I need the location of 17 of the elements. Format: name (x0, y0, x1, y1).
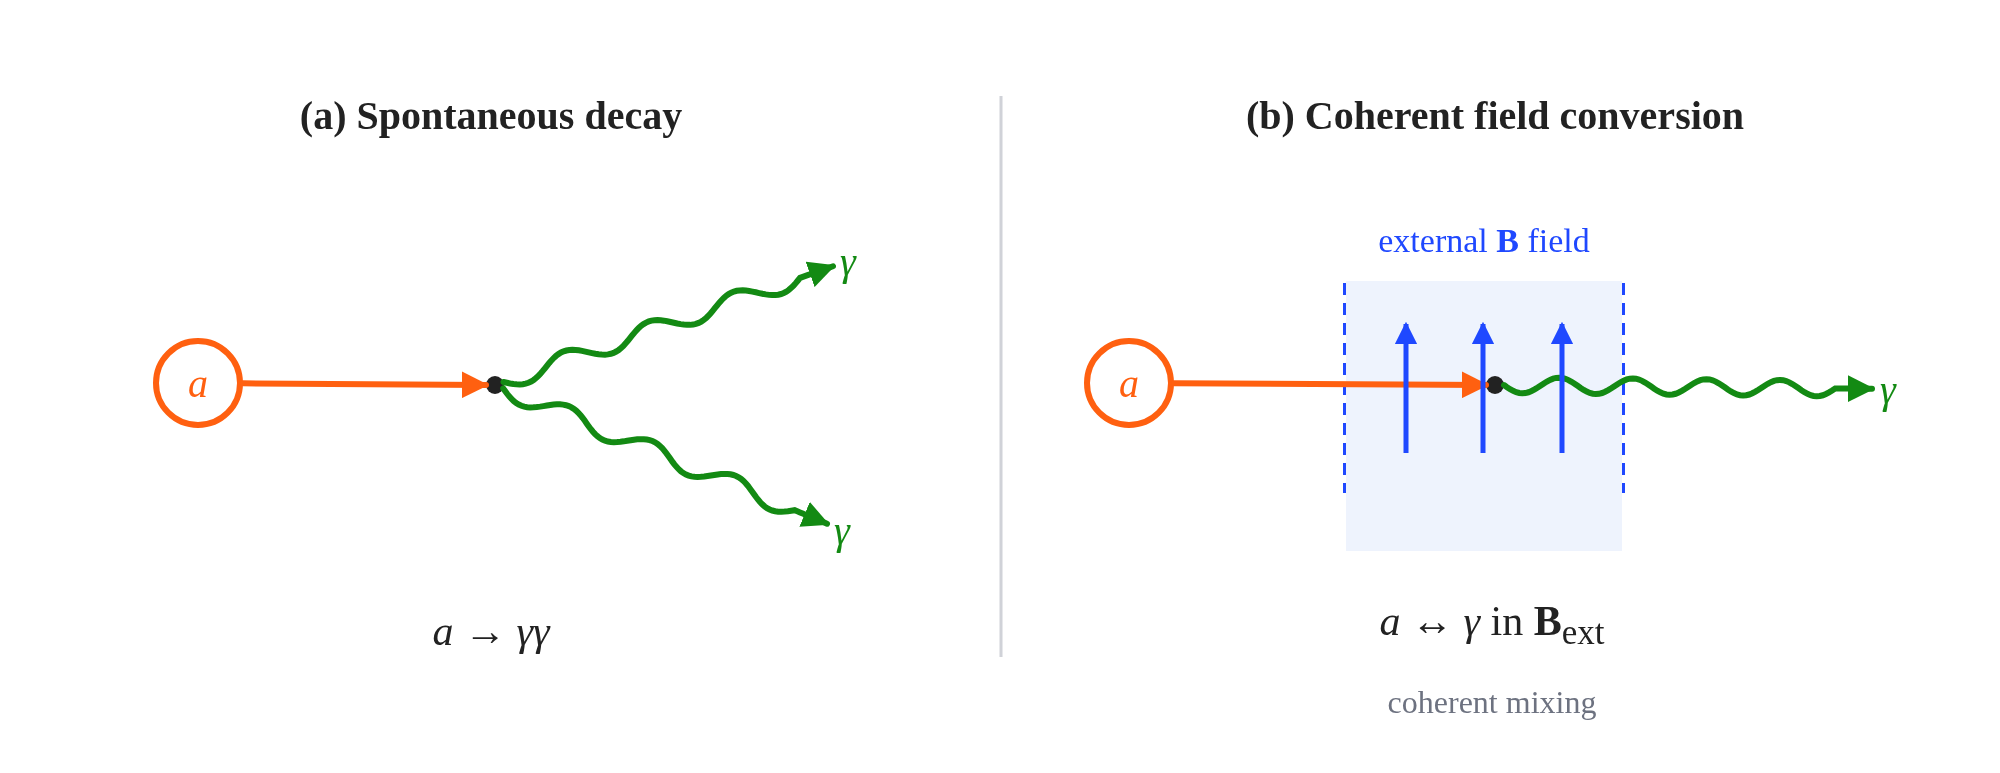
photon-wavy-arrow (500, 261, 836, 388)
panel-title: (a) Spontaneous decay (299, 91, 683, 139)
photon-label: γ (833, 238, 863, 284)
particle-circle: a (153, 338, 243, 428)
vertex-dot (1486, 376, 1504, 394)
caption-text: coherent mixing (1387, 683, 1597, 721)
field-label: external B field (1378, 222, 1590, 260)
equation: a → γγ (432, 607, 550, 655)
photon-label: γ (1872, 366, 1904, 412)
equation: a ↔ γ in B$_{ext}$ (1379, 596, 1605, 654)
particle-circle: a (1084, 338, 1174, 428)
particle-arrow (240, 371, 489, 399)
particle-arrow (1171, 371, 1489, 399)
photon-wavy-arrow (1501, 374, 1875, 403)
photon-wavy-arrow (500, 385, 830, 527)
photon-label: γ (827, 507, 857, 553)
panel-title: (b) Coherent field conversion (1245, 91, 1745, 139)
